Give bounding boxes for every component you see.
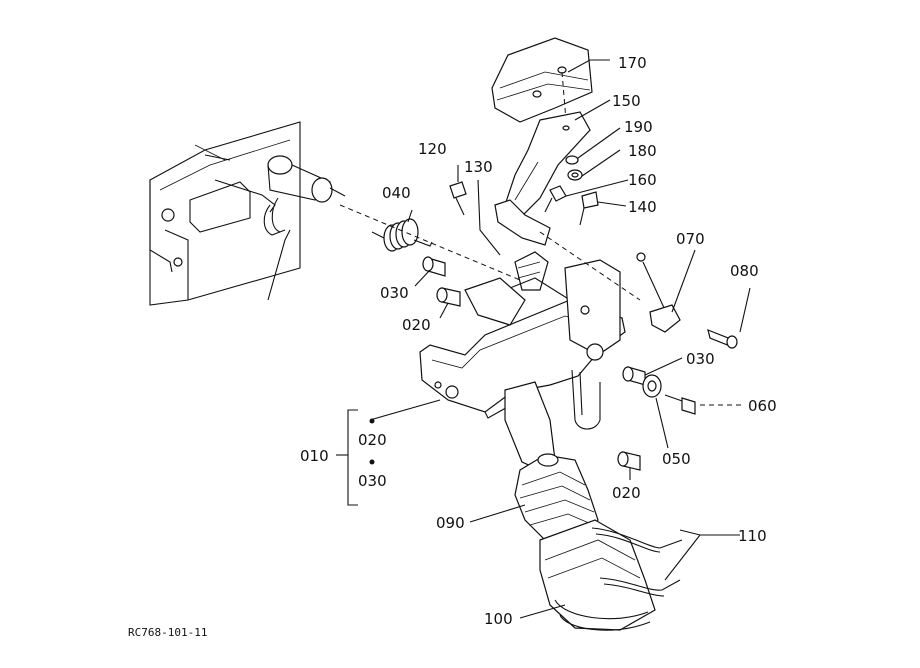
part-label-030-right: 030 <box>686 350 715 368</box>
assembly-bullet-2 <box>369 459 375 465</box>
assembly-item-020: 020 <box>358 431 387 449</box>
pedal-arm-icon <box>494 111 591 246</box>
part-label-130: 130 <box>464 158 493 176</box>
assembly-bullet-1 <box>369 418 375 424</box>
pedal-pad-icon <box>491 37 593 123</box>
part-label-020-lower: 020 <box>612 484 641 502</box>
assembly-item-030: 030 <box>358 472 387 490</box>
nut-icon <box>565 155 579 165</box>
bolt-icon <box>449 181 599 226</box>
leader-lines <box>339 59 751 619</box>
boot-icon <box>514 453 599 546</box>
part-label-110: 110 <box>738 527 767 545</box>
part-label-090: 090 <box>436 514 465 532</box>
part-label-160: 160 <box>628 171 657 189</box>
part-label-020-left: 020 <box>402 316 431 334</box>
mounting-plate <box>564 259 621 430</box>
part-label-100: 100 <box>484 610 513 628</box>
bushing-icon-right <box>622 366 646 386</box>
part-label-070: 070 <box>676 230 705 248</box>
part-label-180: 180 <box>628 142 657 160</box>
part-labels: 170 150 190 180 160 140 120 130 040 030 … <box>128 54 777 639</box>
band-icon <box>591 527 683 597</box>
mounting-panel <box>149 121 301 306</box>
assembly-label-010: 010 <box>300 447 329 465</box>
part-label-040: 040 <box>382 184 411 202</box>
pivot-shaft <box>214 155 346 236</box>
bolt-icon-right <box>664 394 696 415</box>
lower-boot-icon <box>539 519 656 631</box>
part-label-120: 120 <box>418 140 447 158</box>
pin-icon <box>707 329 738 349</box>
part-label-060: 060 <box>748 397 777 415</box>
part-label-050: 050 <box>662 450 691 468</box>
bushing-icon <box>422 256 461 307</box>
rod-icon <box>636 252 681 333</box>
drawing-code: RC768-101-11 <box>128 626 207 639</box>
part-label-170: 170 <box>618 54 647 72</box>
washer-icon-right <box>642 374 662 398</box>
part-label-080: 080 <box>730 262 759 280</box>
part-label-140: 140 <box>628 198 657 216</box>
spring-icon <box>371 218 433 252</box>
part-label-030-left: 030 <box>380 284 409 302</box>
bushing-icon-lower <box>617 451 641 471</box>
washer-icon <box>567 169 583 181</box>
part-label-190: 190 <box>624 118 653 136</box>
part-label-150: 150 <box>612 92 641 110</box>
assembly-bracket <box>336 409 375 506</box>
